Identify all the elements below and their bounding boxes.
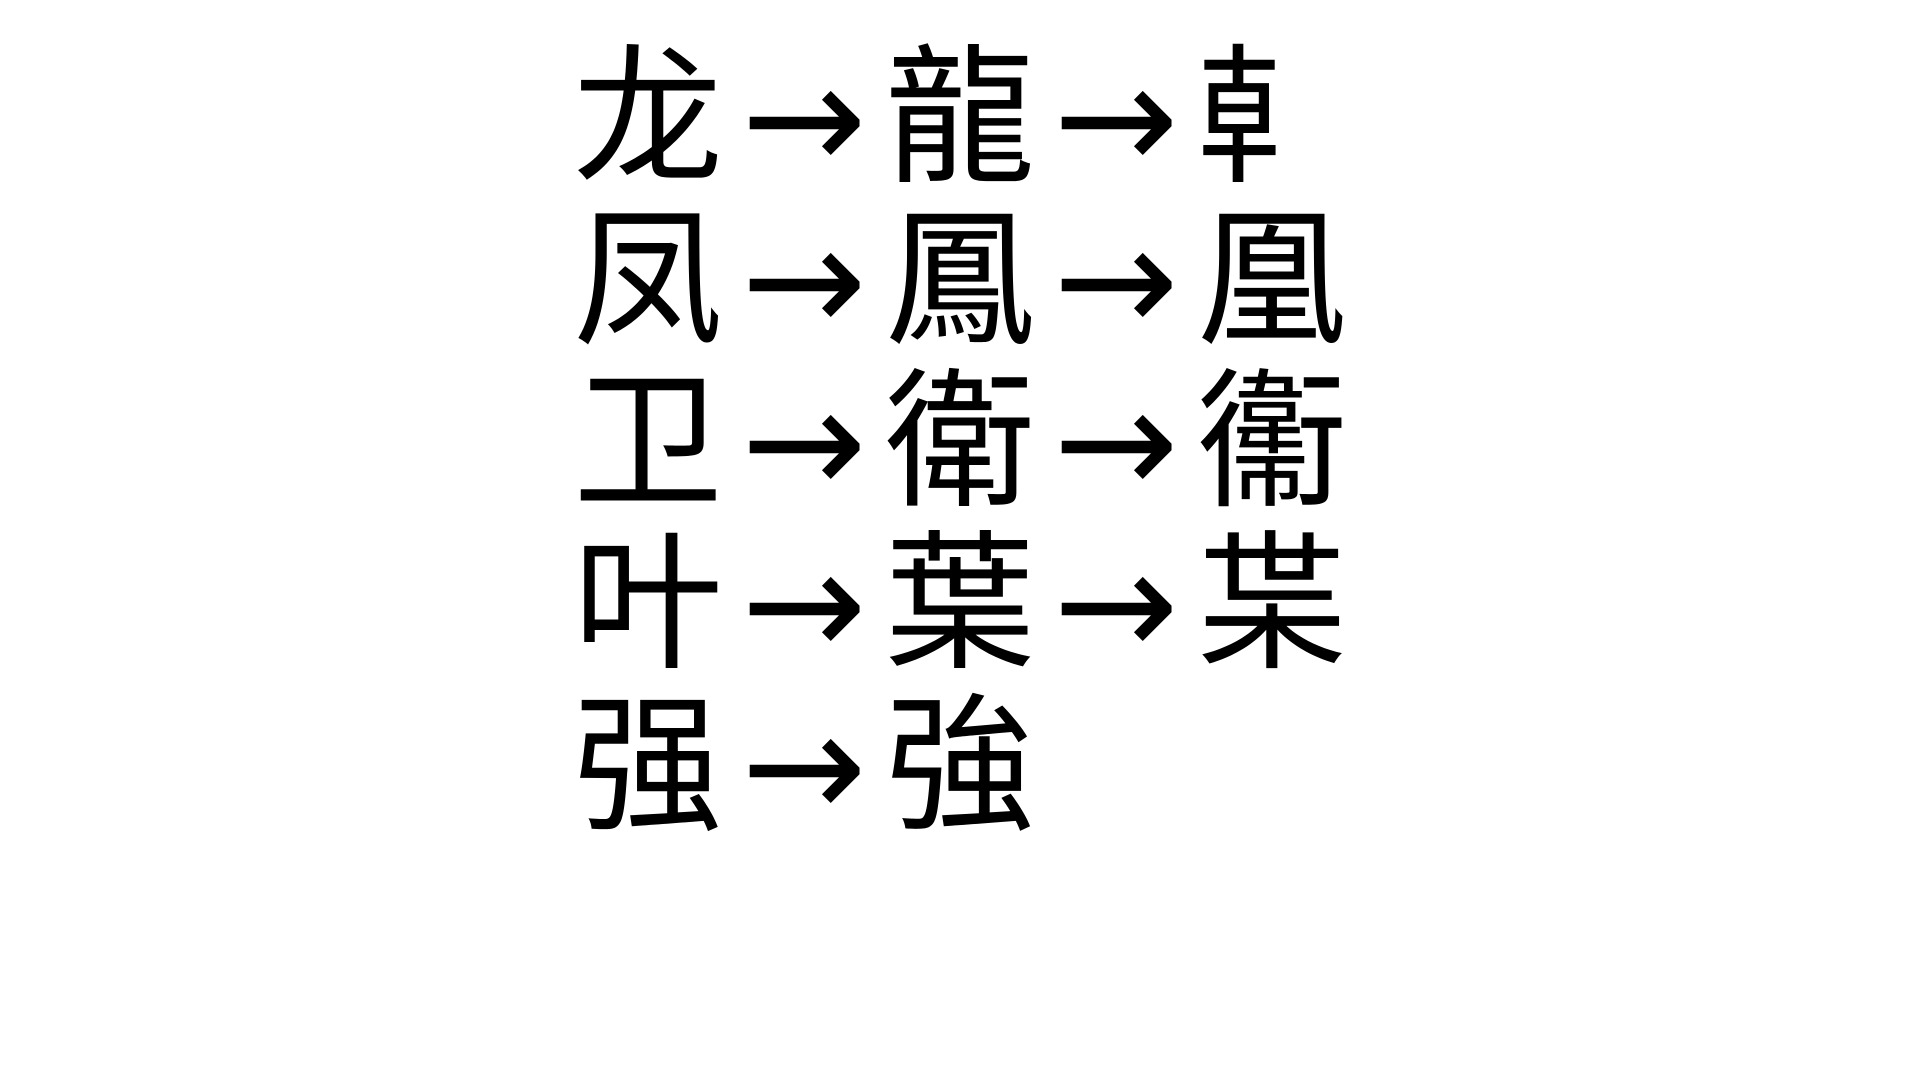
character-glyph: 衛 (884, 356, 1035, 530)
character-glyph: 叶 (572, 518, 723, 692)
chain-row-dragon: 龙 → 龍 → 龺 (570, 38, 1350, 200)
character-glyph: 强 (572, 680, 723, 854)
chain-row-leaf: 叶 → 葉 → 枼 (570, 524, 1350, 686)
chain-row-strong: 强 → 強 (570, 686, 1038, 848)
character-glyph: 葉 (884, 518, 1035, 692)
chain-row-phoenix: 凤 → 鳳 → 凰 (570, 200, 1350, 362)
rightwards-arrow-icon: → (1053, 32, 1179, 206)
character-glyph: 凰 (1196, 194, 1347, 368)
character-glyph: 鳳 (884, 194, 1035, 368)
character-glyph: 強 (884, 680, 1035, 854)
character-glyph: 龍 (884, 32, 1035, 206)
character-glyph: 䘙 (1196, 356, 1347, 530)
rightwards-arrow-icon: → (1053, 194, 1179, 368)
chain-row-guard: 卫 → 衛 → 䘙 (570, 362, 1350, 524)
rightwards-arrow-icon: → (741, 194, 867, 368)
character-glyph: 龙 (572, 32, 723, 206)
character-glyph: 龺 (1196, 32, 1347, 206)
character-glyph: 枼 (1196, 518, 1347, 692)
rightwards-arrow-icon: → (1053, 518, 1179, 692)
rightwards-arrow-icon: → (741, 518, 867, 692)
character-glyph: 凤 (572, 194, 723, 368)
character-chain-list: 龙 → 龍 → 龺 凤 → 鳳 → 凰 卫 → 衛 → 䘙 叶 → 葉 → 枼 (570, 38, 1350, 848)
rightwards-arrow-icon: → (1053, 356, 1179, 530)
rightwards-arrow-icon: → (741, 356, 867, 530)
rightwards-arrow-icon: → (741, 680, 867, 854)
rightwards-arrow-icon: → (741, 32, 867, 206)
character-glyph: 卫 (572, 356, 723, 530)
